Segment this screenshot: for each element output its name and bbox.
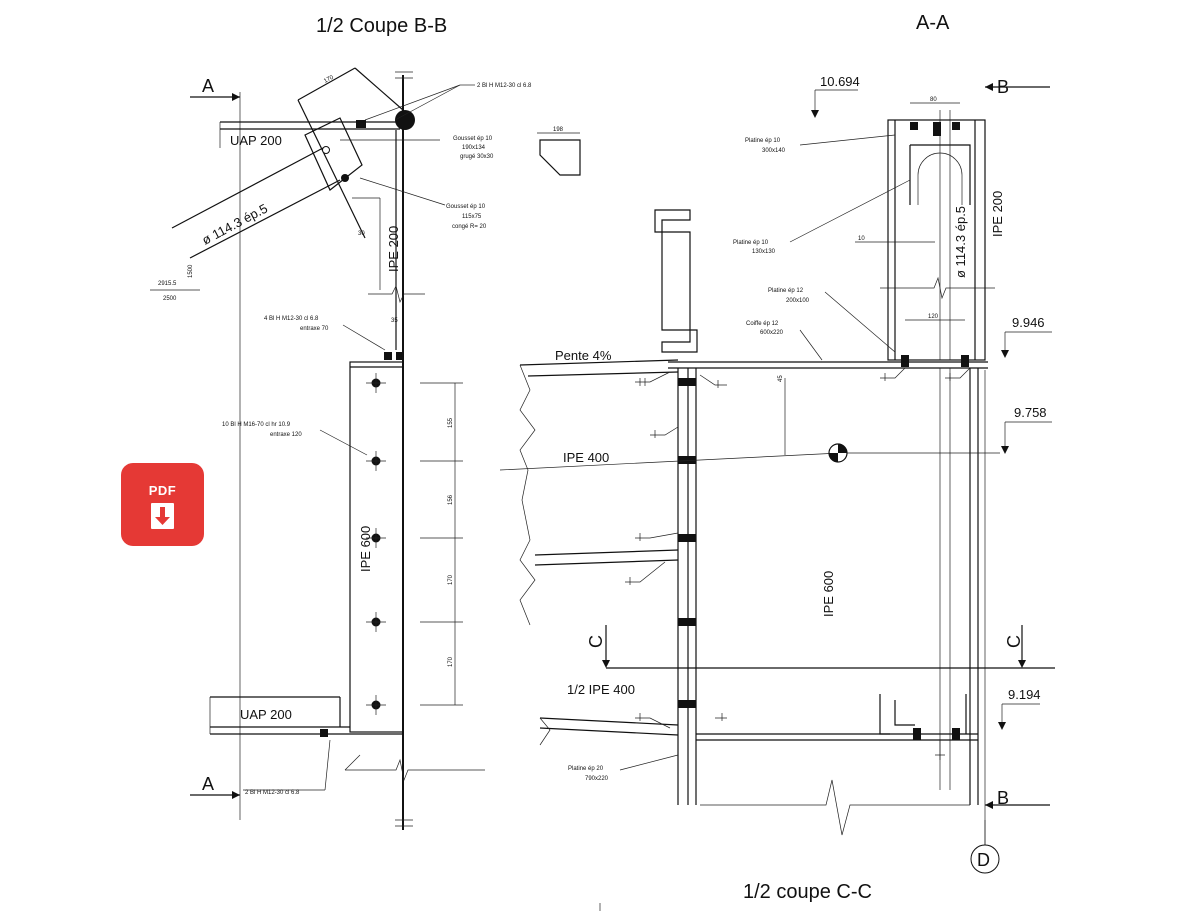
note-bolts-col-l2: entraxe 120 [270,432,302,438]
section-marker-c-right: C [1004,635,1024,648]
grid-marker-d: D [977,850,990,870]
note-gousset1-l3: grugé 30x30 [460,154,494,160]
note-gousset1-l1: Gousset ép 10 [453,136,493,142]
note-platine3-l2: 200x100 [786,298,810,304]
level-9758: 9.758 [1014,405,1047,420]
dim-2915: 2915.5 [158,281,177,287]
dim-45: 45 [778,375,784,382]
dim-170-top: 170 [323,74,335,84]
dim-1500: 1500 [188,264,194,278]
section-b-b-drawing: A A UAP 200 2 Bl H M12-30 cl 6.8 [150,67,581,830]
label-ipe400: IPE 400 [563,450,609,465]
note-bolts-mid-l1: 4 Bl H M12-30 cl 6.8 [264,316,319,322]
level-9946: 9.946 [1012,315,1045,330]
note-platine2-l2: 130x130 [752,249,776,255]
note-platine4-l2: 790x220 [585,776,609,782]
note-bolts-bottom: 2 Bl H M12-30 cl 6.8 [245,790,300,796]
section-a-a-drawing: B B 10.694 9.946 9.758 9.194 80 [499,74,1055,874]
dim-198: 198 [553,127,564,133]
label-ipe600-left: IPE 600 [358,526,373,572]
level-9194: 9.194 [1008,687,1041,702]
level-10694: 10.694 [820,74,860,89]
dim-10: 10 [858,236,865,242]
section-marker-c-left: C [586,635,606,648]
note-bolts-col-l1: 10 Bl H M16-70 cl hr 10.9 [222,422,291,428]
pdf-download-badge[interactable]: PDF [121,463,204,546]
label-half-ipe400: 1/2 IPE 400 [567,682,635,697]
column-bolts [366,373,386,715]
dim-120: 120 [928,314,939,320]
weld-symbols [625,367,971,760]
dim-170b: 170 [448,656,454,667]
note-platine2-l1: Platine ép 10 [733,240,769,246]
label-tube-right: ø 114.3 ép.5 [953,206,968,278]
dim-80: 80 [930,97,937,103]
section-marker-a-top: A [202,76,214,96]
dim-2500: 2500 [163,296,177,302]
note-gousset2-l3: congé R= 20 [452,224,487,230]
title-coupe-c-c: 1/2 coupe C-C [743,881,872,903]
label-uap200-top: UAP 200 [230,133,282,148]
note-coiffe-l2: 600x220 [760,330,784,336]
label-uap200-bottom: UAP 200 [240,707,292,722]
label-pente: Pente 4% [555,348,612,363]
dim-30: 30 [358,231,365,237]
section-marker-b-bottom: B [997,788,1009,808]
note-platine1-l1: Platine ép 10 [745,138,781,144]
note-bolts-top: 2 Bl H M12-30 cl 6.8 [477,83,532,89]
note-gousset2-l1: Gousset ép 10 [446,204,486,210]
dim-156: 156 [448,494,454,505]
dim-35: 35 [391,318,398,324]
title-a-a: A-A [916,12,950,34]
section-marker-a-bottom: A [202,774,214,794]
note-bolts-mid-l2: entraxe 70 [300,326,329,332]
pdf-badge-label: PDF [148,483,177,498]
note-platine4-l1: Platine ép 20 [568,766,604,772]
label-ipe200-left: IPE 200 [386,226,401,272]
label-ipe600-right: IPE 600 [821,571,836,617]
section-marker-b-top: B [997,77,1009,97]
label-ipe200-right: IPE 200 [990,191,1005,237]
title-coupe-b-b: 1/2 Coupe B-B [316,15,447,37]
note-coiffe-l1: Coiffe ép 12 [746,321,779,327]
note-platine1-l2: 300x140 [762,148,786,154]
dim-170a: 170 [448,574,454,585]
download-arrow-icon [151,503,174,529]
note-platine3-l1: Platine ép 12 [768,288,804,294]
note-gousset1-l2: 190x134 [462,145,486,151]
note-gousset2-l2: 115x75 [462,214,482,220]
dim-155: 155 [448,417,454,428]
